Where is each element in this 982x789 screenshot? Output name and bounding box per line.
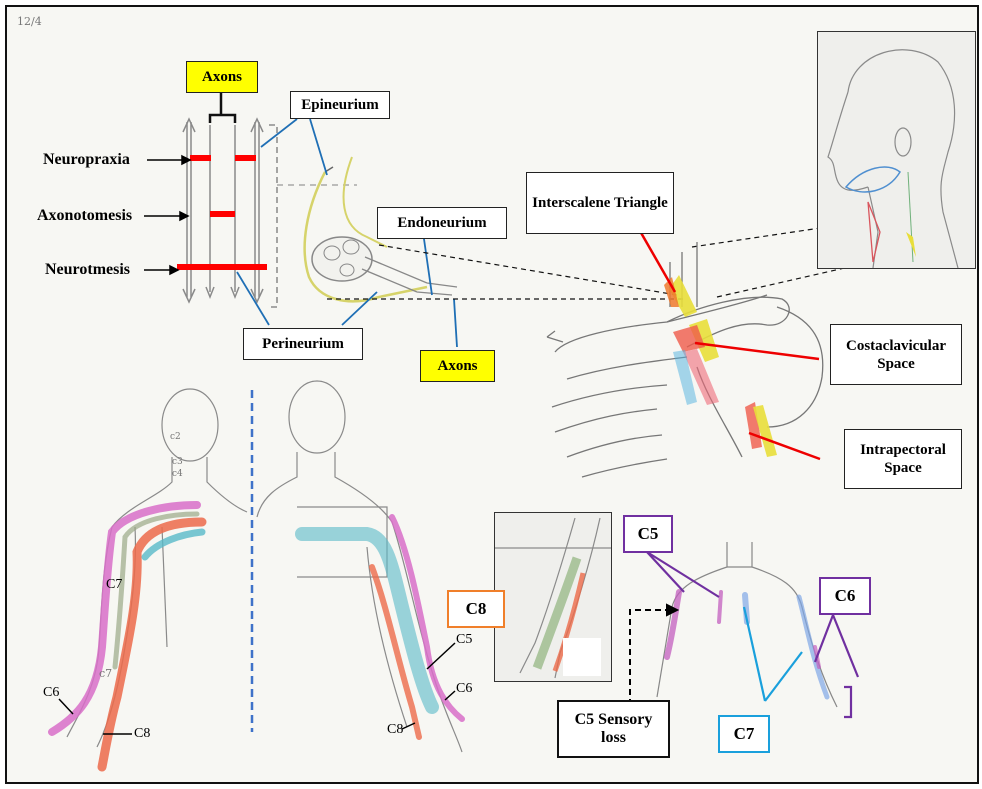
blue-leaders	[742, 606, 803, 702]
nerve-cross-section	[303, 156, 458, 303]
corner-scribble: 12/4	[17, 15, 42, 28]
epineurium-bracket	[269, 124, 278, 308]
epineurium-label: Epineurium	[290, 91, 390, 119]
c5-sensory-loss-label: C5 Sensory loss	[557, 700, 670, 758]
posterior-c4-note: c4	[172, 469, 183, 479]
posterior-c6-callout: C6	[43, 685, 60, 700]
connector-lines	[327, 226, 916, 300]
injury-bars	[177, 155, 267, 270]
axonotomesis-label: Axonotomesis	[37, 207, 133, 224]
neurotmesis-bar	[177, 264, 267, 270]
endoneurium-label: Endoneurium	[377, 207, 507, 239]
head-sketch	[827, 49, 959, 269]
forearm-sketch	[495, 517, 611, 679]
axons-bottom-label: Axons	[420, 350, 495, 382]
epineurium-leaders	[260, 118, 328, 176]
c5-label: C5	[623, 515, 673, 553]
anterior-figure	[256, 380, 463, 753]
page-frame: 12/4	[5, 5, 979, 784]
neuropraxia-bar-right	[235, 155, 256, 161]
perineurium-label: Perineurium	[243, 328, 363, 360]
forearm-inset	[494, 512, 612, 682]
posterior-c8-callout: C8	[134, 726, 151, 741]
interscalene-triangle-label: Interscalene Triangle	[526, 172, 674, 234]
posterior-arm-c7-note: c7	[99, 667, 113, 680]
posterior-callout-lines	[58, 698, 132, 735]
anterior-c8-callout: C8	[387, 722, 404, 737]
c8-label: C8	[447, 590, 505, 628]
posterior-c2-note: c2	[170, 432, 181, 442]
sensory-loss-arrow	[629, 603, 680, 705]
costoclavicular-space-label: Costaclavicular Space	[830, 324, 962, 385]
neuropraxia-label: Neuropraxia	[43, 151, 130, 168]
posterior-c3-note: c3	[172, 457, 183, 467]
anterior-c6-callout: C6	[456, 681, 473, 696]
axons-bottom-leader	[453, 298, 458, 348]
nerve-fiber-columns	[182, 117, 264, 304]
exam-sketch-shading	[664, 589, 830, 700]
endoneurium-leader	[422, 231, 433, 296]
c7-label: C7	[718, 715, 770, 753]
plexus-leaders	[638, 230, 821, 461]
posterior-c7-callout: C7	[106, 577, 123, 592]
posterior-dermatome-bands	[48, 501, 207, 772]
injury-arrows	[144, 154, 192, 276]
anterior-callout-lines	[401, 642, 456, 730]
axonotomesis-bar	[210, 211, 235, 217]
c6-label: C6	[819, 577, 871, 615]
intrapectoral-space-label: Intrapectoral Space	[844, 429, 962, 489]
perineurium-leaders	[236, 271, 378, 326]
purple-leaders	[646, 551, 860, 719]
neurotmesis-label: Neurotmesis	[45, 261, 131, 278]
brachial-plexus-sketch	[546, 242, 824, 478]
neuropraxia-bar-left	[190, 155, 211, 161]
diagram-drawings	[48, 92, 916, 772]
head-neck-inset	[817, 31, 976, 269]
anterior-dermatome-bands	[295, 514, 465, 740]
axons-bracket	[208, 92, 237, 123]
axons-top-label: Axons	[186, 61, 258, 93]
anterior-c5-callout: C5	[456, 632, 473, 647]
plexus-nerves	[664, 275, 777, 457]
